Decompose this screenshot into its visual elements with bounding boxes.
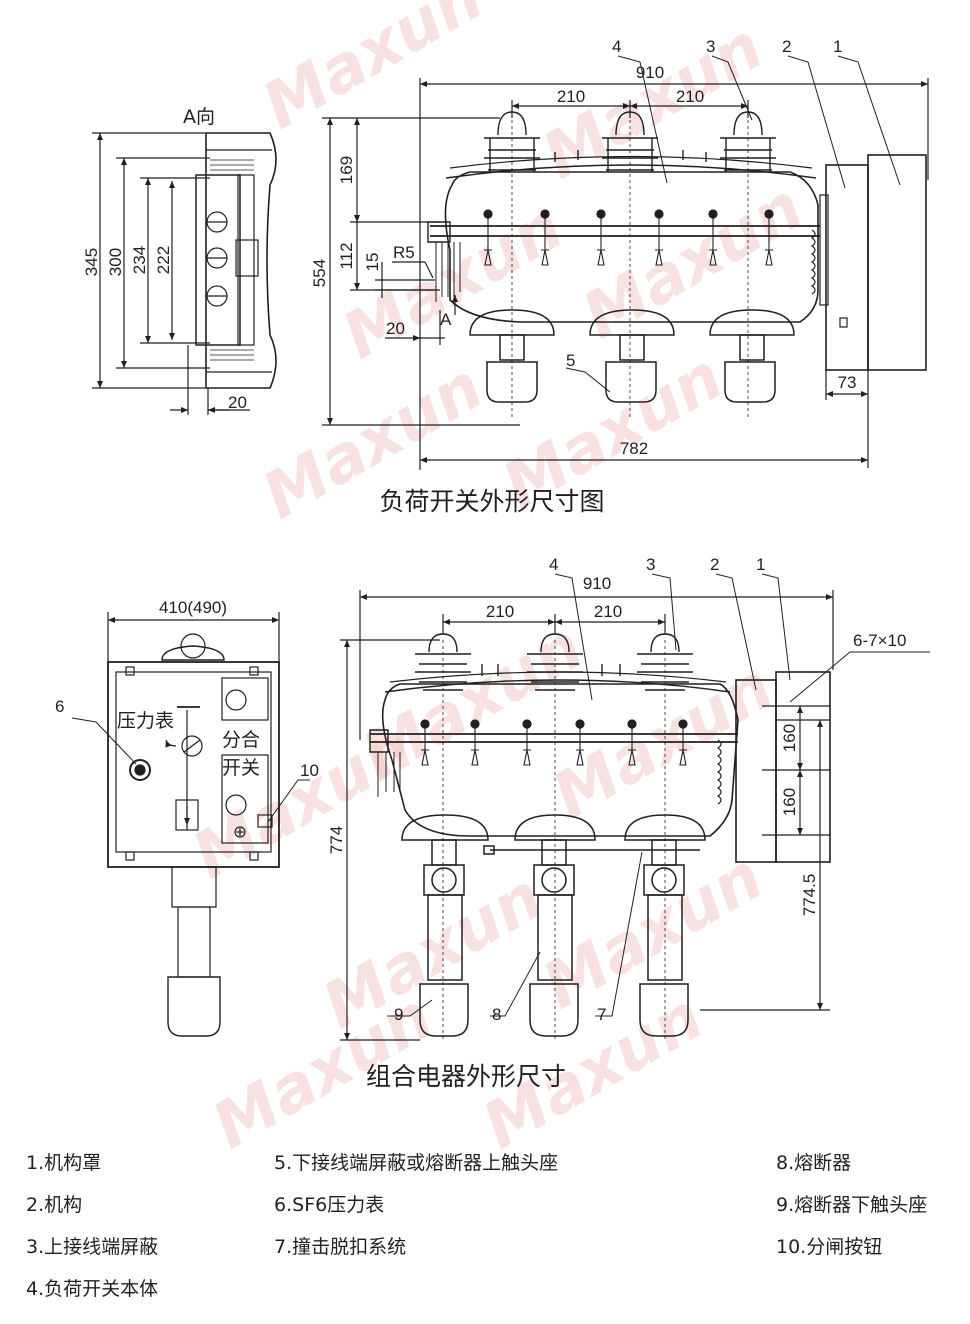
d2-callout-8: 8 xyxy=(492,1005,501,1024)
d2-callout-10: 10 xyxy=(300,761,319,780)
d1-view-arrow-a: A xyxy=(440,310,452,329)
legend-item: 1.机构罩 xyxy=(26,1152,102,1174)
d2-dim-774-5: 774.5 xyxy=(800,874,819,917)
legend-item: 6.SF6压力表 xyxy=(274,1194,385,1216)
d2-dim-160-top: 160 xyxy=(780,724,799,752)
d1-dim-554: 554 xyxy=(310,259,329,287)
d1-dim-345: 345 xyxy=(82,248,101,276)
d2-dim-774: 774 xyxy=(327,826,346,854)
svg-text:Maxun: Maxun xyxy=(331,190,575,374)
d1-dim-20-side: 20 xyxy=(228,393,247,412)
d1-dim-210-left: 210 xyxy=(557,87,585,106)
d1-title: 负荷开关外形尺寸图 xyxy=(379,487,604,516)
d1-dim-169: 169 xyxy=(337,156,356,184)
d1-dim-910: 910 xyxy=(636,63,664,82)
d1-dim-112: 112 xyxy=(337,242,356,269)
legend-item: 10.分闸按钮 xyxy=(776,1236,883,1258)
d2-callout-2: 2 xyxy=(710,555,719,574)
d1-dim-300: 300 xyxy=(106,248,125,276)
legend-item: 2.机构 xyxy=(26,1194,83,1216)
d2-dim-410: 410(490) xyxy=(159,598,227,617)
legend-item: 8.熔断器 xyxy=(776,1152,852,1174)
d2-callout-7: 7 xyxy=(597,1005,606,1024)
d1-callout-1: 1 xyxy=(833,37,842,56)
d1-callout-4: 4 xyxy=(612,37,621,56)
d2-callout-1: 1 xyxy=(756,555,765,574)
d2-dim-910: 910 xyxy=(583,574,611,593)
d1-dim-210-right: 210 xyxy=(676,87,704,106)
legend-item: 9.熔断器下触头座 xyxy=(776,1194,928,1216)
legend-item: 5.下接线端屏蔽或熔断器上触头座 xyxy=(274,1152,559,1174)
svg-text:Maxun: Maxun xyxy=(571,170,815,354)
d2-side-view xyxy=(71,612,310,1037)
d2-callout-3: 3 xyxy=(646,555,655,574)
legend-item: 7.撞击脱扣系统 xyxy=(274,1236,407,1258)
d1-dim-222: 222 xyxy=(154,246,173,274)
d2-callout-6: 6 xyxy=(55,697,64,716)
d2-dim-210-left: 210 xyxy=(486,602,514,621)
open-close-label-top: 分合 xyxy=(222,729,260,751)
d2-mounting-holes: 6-7×10 xyxy=(853,631,906,650)
d1-callout-3: 3 xyxy=(706,37,715,56)
d1-dim-15: 15 xyxy=(363,253,382,272)
watermarks: Maxun Maxun Maxun Maxun Maxun Maxun Maxu… xyxy=(181,0,815,1164)
d1-dim-234: 234 xyxy=(130,246,149,274)
d1-front-view xyxy=(322,55,929,470)
d1-callout-5: 5 xyxy=(566,351,575,370)
legend-item: 4.负荷开关本体 xyxy=(26,1278,159,1300)
d1-side-view xyxy=(92,132,277,415)
legend-item: 3.上接线端屏蔽 xyxy=(26,1236,159,1258)
pressure-gauge-label: 压力表 xyxy=(117,710,174,732)
d1-side-view-label: A向 xyxy=(183,106,215,128)
d1-dim-r5: R5 xyxy=(393,243,415,262)
open-close-label-bottom: 开关 xyxy=(222,757,260,779)
d2-callout-4: 4 xyxy=(549,555,558,574)
d2-callout-9: 9 xyxy=(394,1005,403,1024)
d1-dim-73: 73 xyxy=(838,373,857,392)
d2-dim-160-bottom: 160 xyxy=(780,788,799,816)
d1-dim-782: 782 xyxy=(620,439,648,458)
d2-dim-210-right: 210 xyxy=(594,602,622,621)
d2-front-view xyxy=(340,573,930,1041)
svg-text:Maxun: Maxun xyxy=(251,0,495,144)
d1-callout-2: 2 xyxy=(782,37,791,56)
d2-title: 组合电器外形尺寸 xyxy=(366,1062,566,1091)
d1-dim-20-front: 20 xyxy=(386,319,405,338)
